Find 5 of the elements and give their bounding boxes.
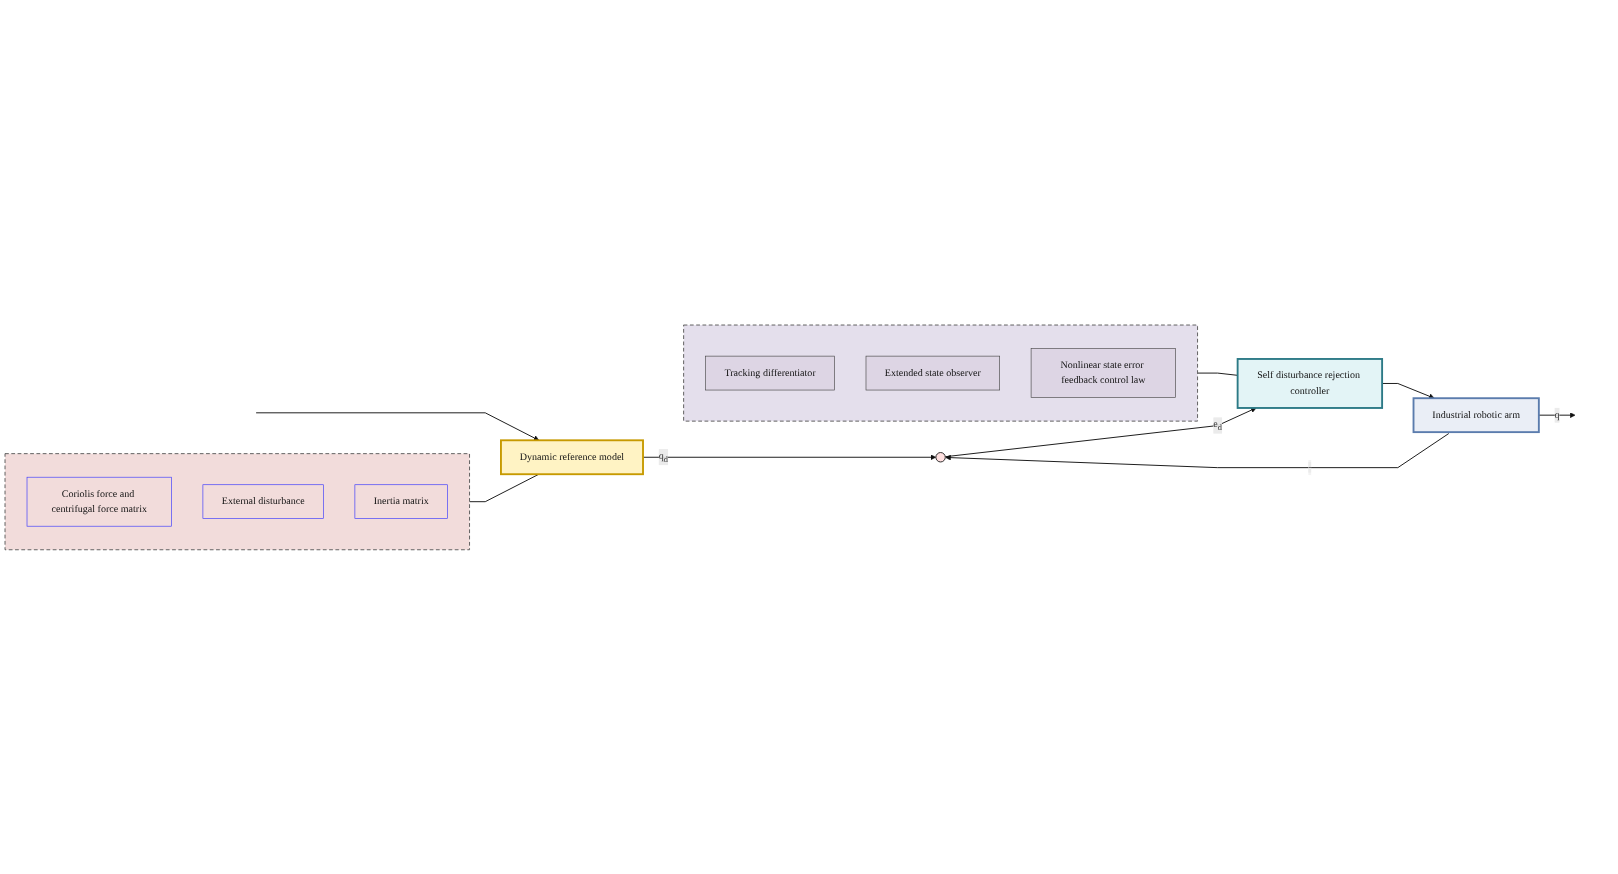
cluster <box>683 324 1199 422</box>
node-circle <box>935 451 946 463</box>
cluster <box>4 452 470 550</box>
connector <box>469 473 540 502</box>
connector <box>1197 372 1239 376</box>
